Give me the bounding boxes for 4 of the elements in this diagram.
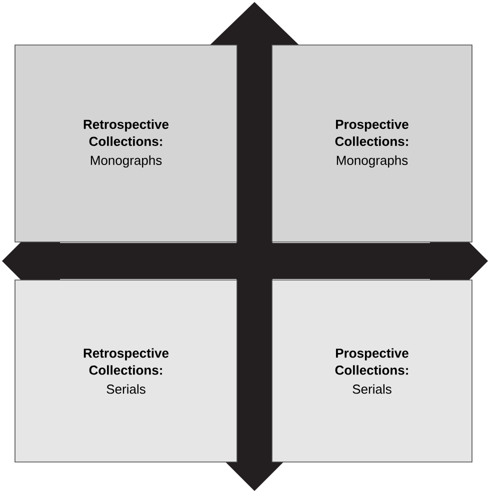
quadrant-box: Retrospective Collections: Monographs: [14, 44, 238, 242]
quadrant-box: Prospective Collections: Monographs: [272, 44, 472, 242]
quadrant-box: Retrospective Collections: Serials: [14, 280, 238, 462]
quadrant-box: Prospective Collections: Serials: [272, 280, 472, 462]
